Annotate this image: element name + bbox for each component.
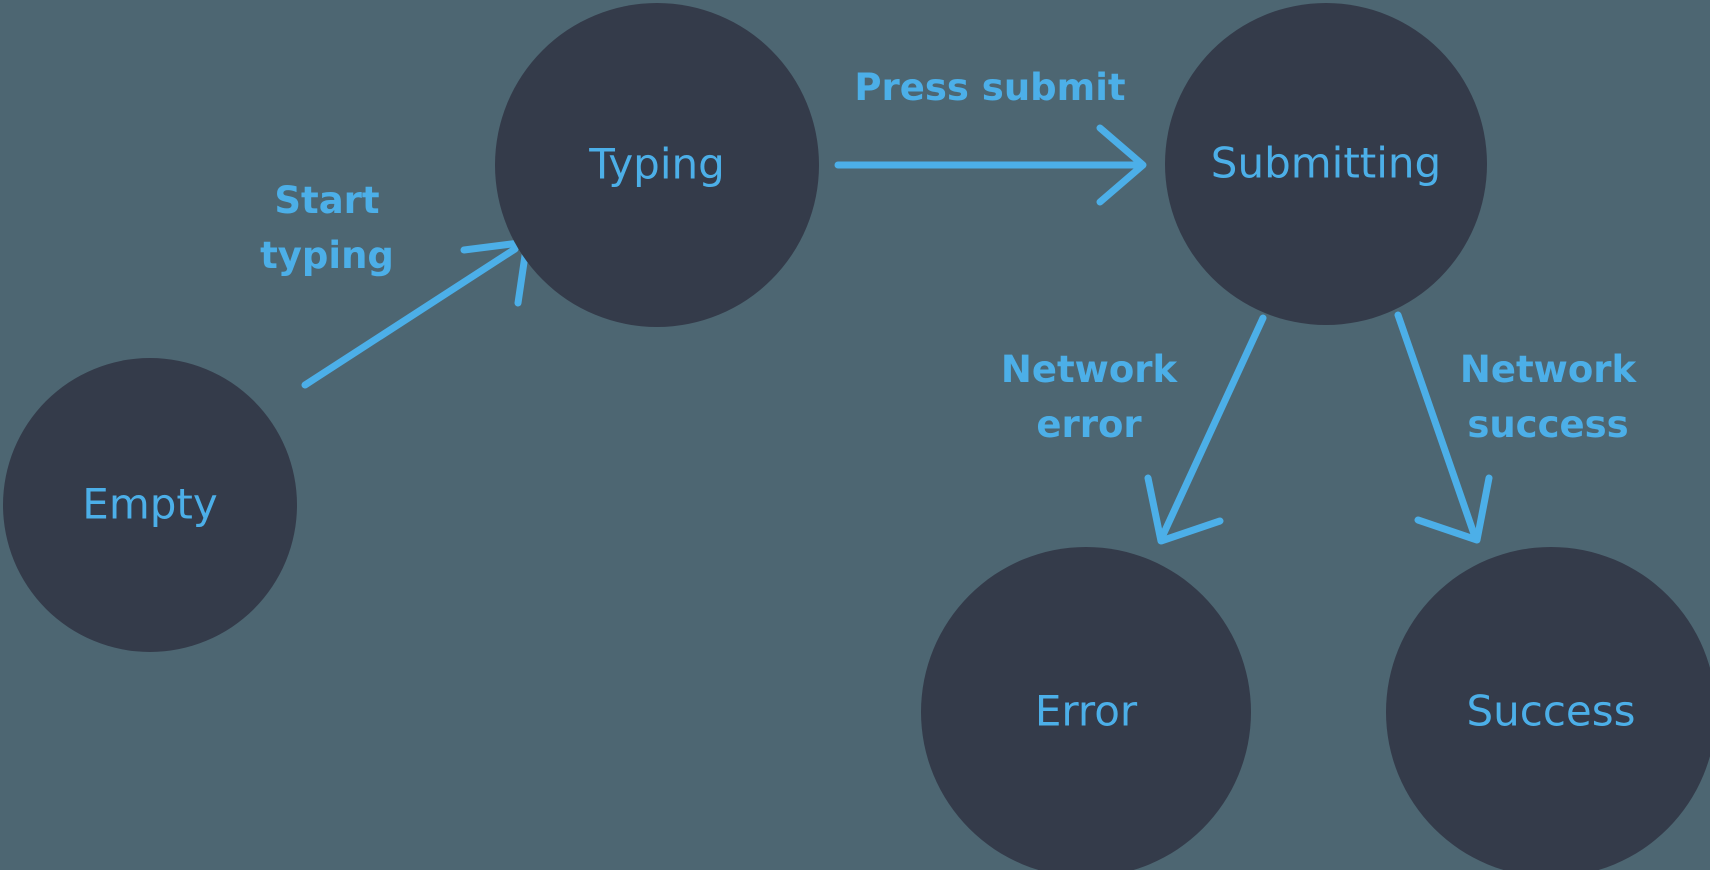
node-success-circle [1386, 547, 1710, 870]
node-submitting-circle [1165, 3, 1487, 325]
edge-submitting-to-error[interactable] [1144, 314, 1267, 545]
node-success-label: Success [1466, 687, 1635, 736]
edge-label-network-error: Network error [1001, 348, 1179, 446]
edge-line-empty-to-typing [301, 245, 519, 389]
edge-label-press-submit-line1: Press submit [854, 66, 1125, 109]
node-error-circle [921, 547, 1251, 870]
edge-label-network-success-line1: Network [1460, 348, 1638, 391]
node-success[interactable]: Success [1386, 547, 1710, 870]
edge-submitting-to-success[interactable] [1394, 311, 1493, 544]
arrowhead-typing-to-submitting [1096, 124, 1147, 206]
edge-label-start-typing-line2: typing [260, 234, 394, 277]
edge-label-network-success-line2: success [1467, 403, 1628, 446]
arrowhead-submitting-to-error [1144, 474, 1224, 545]
node-submitting-label: Submitting [1211, 139, 1441, 188]
node-empty[interactable]: Empty [3, 358, 297, 652]
edge-label-network-success: Network success [1460, 348, 1638, 446]
node-empty-circle [3, 358, 297, 652]
edge-label-start-typing-line1: Start [274, 179, 379, 222]
node-typing-circle [495, 3, 819, 327]
edge-label-network-error-line2: error [1036, 403, 1142, 446]
edge-label-start-typing: Start typing [260, 179, 394, 277]
node-error[interactable]: Error [921, 547, 1251, 870]
edge-label-network-error-line1: Network [1001, 348, 1179, 391]
edge-line-submitting-to-error [1159, 314, 1267, 539]
edge-line-submitting-to-success [1394, 311, 1478, 538]
node-error-label: Error [1035, 687, 1138, 736]
node-typing-label: Typing [588, 140, 725, 189]
node-typing[interactable]: Typing [495, 3, 819, 327]
arrowhead-submitting-to-success [1414, 474, 1493, 544]
edge-typing-to-submitting[interactable] [834, 124, 1147, 206]
edge-label-press-submit: Press submit [854, 66, 1125, 109]
node-submitting[interactable]: Submitting [1165, 3, 1487, 325]
node-empty-label: Empty [82, 480, 217, 529]
